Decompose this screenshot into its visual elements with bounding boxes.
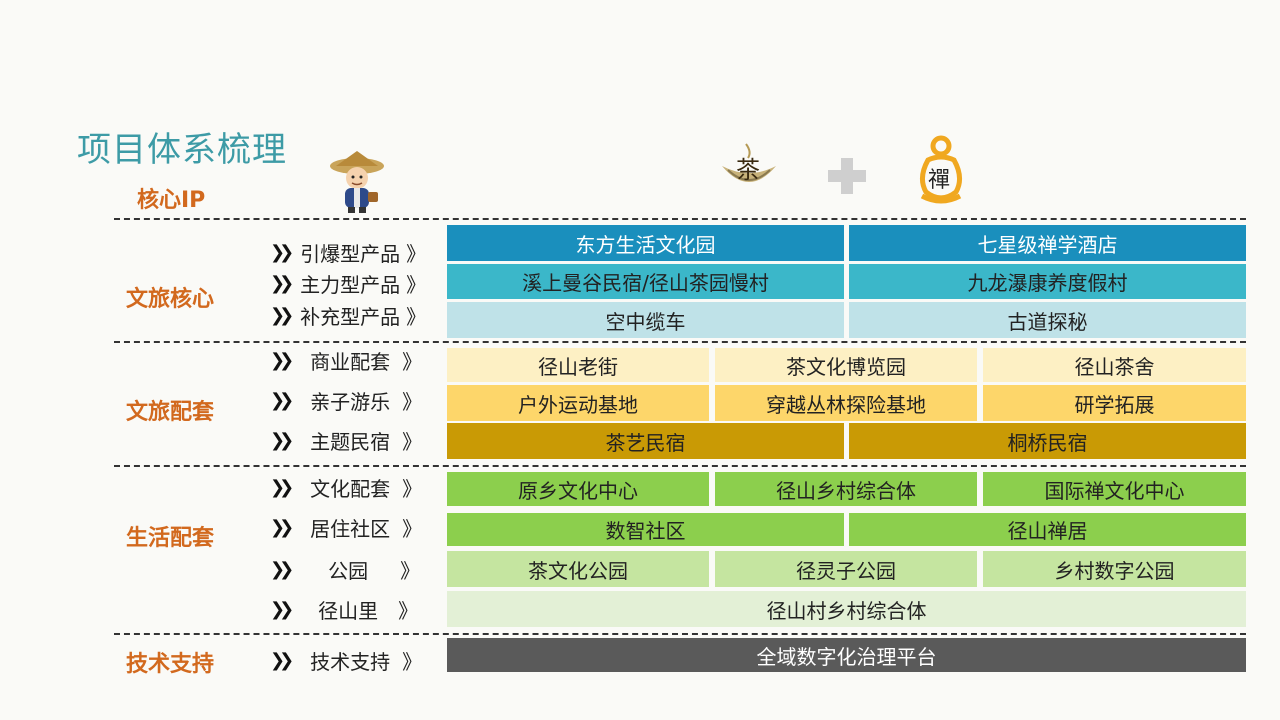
cell-tea-house: 径山茶舍 bbox=[983, 348, 1246, 382]
double-chevron-icon: ❯❯ bbox=[270, 272, 294, 294]
row-label-homestay: ❯❯ 主题民宿 》 bbox=[270, 424, 440, 456]
cell-zen-culture-center: 国际禅文化中心 bbox=[983, 472, 1246, 506]
category-life-support: 生活配套 bbox=[126, 526, 215, 551]
cell-cable-car: 空中缆车 bbox=[447, 302, 844, 338]
cell-study-expansion: 研学拓展 bbox=[983, 385, 1246, 421]
row-label-jingshanli: ❯❯ 径山里 》 bbox=[270, 593, 440, 625]
double-chevron-icon: ❯❯ bbox=[270, 558, 294, 580]
chevron-right-icon: 》 bbox=[406, 241, 427, 266]
row-label-park: ❯❯ 公园 》 bbox=[270, 553, 440, 585]
cell-village-complex: 径山乡村综合体 bbox=[715, 472, 977, 506]
chevron-right-icon: 》 bbox=[398, 598, 419, 623]
divider bbox=[114, 341, 1246, 343]
double-chevron-icon: ❯❯ bbox=[270, 241, 294, 263]
row-label-commercial: ❯❯ 商业配套 》 bbox=[270, 344, 440, 376]
cell-zen-residence: 径山禅居 bbox=[849, 513, 1246, 546]
double-chevron-icon: ❯❯ bbox=[270, 429, 294, 451]
chevron-right-icon: 》 bbox=[402, 389, 423, 414]
chevron-right-icon: 》 bbox=[406, 304, 427, 329]
cell-outdoor-sports: 户外运动基地 bbox=[447, 385, 709, 421]
cell-native-culture-center: 原乡文化中心 bbox=[447, 472, 709, 506]
zen-logo-icon: 禪 bbox=[916, 134, 966, 204]
chevron-right-icon: 》 bbox=[400, 558, 421, 583]
farmer-mascot-icon bbox=[328, 150, 386, 214]
cell-ancient-trail: 古道探秘 bbox=[849, 302, 1246, 338]
row-label-family: ❯❯ 亲子游乐 》 bbox=[270, 384, 440, 416]
cell-seven-star-zen-hotel: 七星级禅学酒店 bbox=[849, 225, 1246, 261]
chevron-right-icon: 》 bbox=[406, 272, 427, 297]
row-label-tech: ❯❯ 技术支持 》 bbox=[270, 644, 440, 676]
cell-smart-community: 数智社区 bbox=[447, 513, 844, 546]
cell-old-street: 径山老街 bbox=[447, 348, 709, 382]
double-chevron-icon: ❯❯ bbox=[270, 389, 294, 411]
cell-jinglingzi-park: 径灵子公园 bbox=[715, 551, 977, 587]
chevron-right-icon: 》 bbox=[402, 476, 423, 501]
chevron-right-icon: 》 bbox=[402, 516, 423, 541]
divider bbox=[114, 633, 1246, 635]
cell-jingshan-village-complex: 径山村乡村综合体 bbox=[447, 591, 1246, 627]
divider bbox=[114, 465, 1246, 467]
row-label-supplement: ❯❯ 补充型产品 》 bbox=[270, 299, 440, 331]
plus-icon bbox=[828, 158, 866, 194]
category-culture-support: 文旅配套 bbox=[126, 400, 215, 425]
cell-tongqiao-homestay: 桐桥民宿 bbox=[849, 423, 1246, 459]
row-label-cultural: ❯❯ 文化配套 》 bbox=[270, 471, 440, 503]
cell-jungle-adventure: 穿越丛林探险基地 bbox=[715, 385, 977, 421]
double-chevron-icon: ❯❯ bbox=[270, 476, 294, 498]
cell-digital-governance-platform: 全域数字化治理平台 bbox=[447, 638, 1246, 672]
double-chevron-icon: ❯❯ bbox=[270, 516, 294, 538]
cell-east-life-culture-park: 东方生活文化园 bbox=[447, 225, 844, 261]
cell-jiulong-resort: 九龙瀑康养度假村 bbox=[849, 264, 1246, 299]
divider bbox=[114, 218, 1246, 220]
double-chevron-icon: ❯❯ bbox=[270, 349, 294, 371]
double-chevron-icon: ❯❯ bbox=[270, 304, 294, 326]
chevron-right-icon: 》 bbox=[402, 649, 423, 674]
row-label-main: ❯❯ 主力型产品 》 bbox=[270, 267, 440, 299]
cell-tea-expo-park: 茶文化博览园 bbox=[715, 348, 977, 382]
category-tech-support: 技术支持 bbox=[126, 652, 215, 677]
tea-logo-icon: 茶 bbox=[718, 140, 780, 192]
cell-tea-culture-park: 茶文化公园 bbox=[447, 551, 709, 587]
page-title: 项目体系梳理 bbox=[77, 130, 287, 170]
row-label-residential: ❯❯ 居住社区 》 bbox=[270, 511, 440, 543]
category-core-ip: 核心IP bbox=[137, 188, 206, 213]
double-chevron-icon: ❯❯ bbox=[270, 649, 294, 671]
cell-tea-art-homestay: 茶艺民宿 bbox=[447, 423, 844, 459]
cell-xishang-homestay: 溪上曼谷民宿/径山茶园慢村 bbox=[447, 264, 844, 299]
chevron-right-icon: 》 bbox=[402, 349, 423, 374]
cell-digital-park: 乡村数字公园 bbox=[983, 551, 1246, 587]
double-chevron-icon: ❯❯ bbox=[270, 598, 294, 620]
chevron-right-icon: 》 bbox=[402, 429, 423, 454]
category-culture-core: 文旅核心 bbox=[126, 287, 215, 312]
row-label-explosive: ❯❯ 引爆型产品 》 bbox=[270, 236, 440, 268]
